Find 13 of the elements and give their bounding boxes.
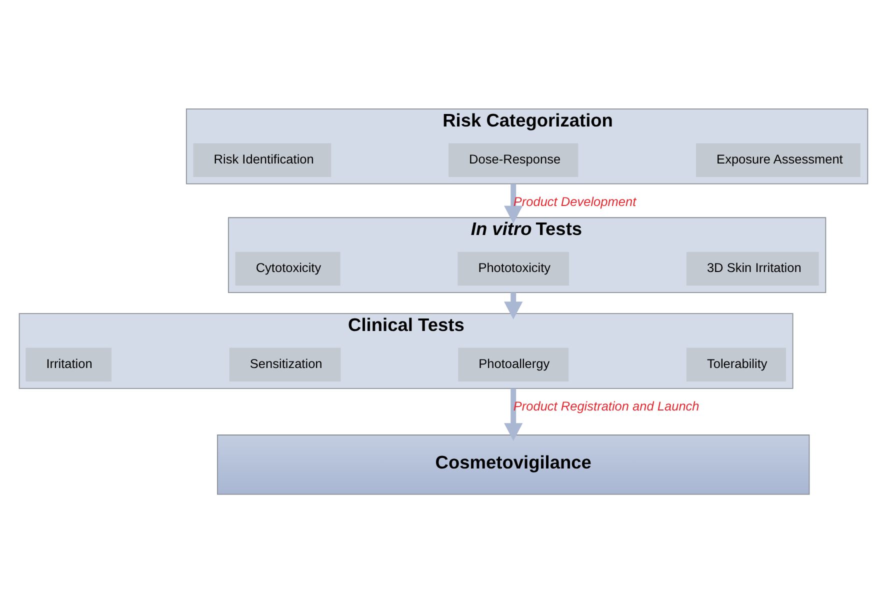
node-box: Dose-Response (448, 143, 578, 177)
node-box: Cosmetovigilance (217, 434, 810, 495)
arrow (504, 184, 523, 224)
node-box: Risk Identification (193, 143, 332, 177)
node-box: Exposure Assessment (696, 143, 860, 177)
arrow (504, 388, 523, 441)
node-box: Irritation (26, 348, 112, 382)
arrow (504, 292, 523, 320)
edge-label: Product Registration and Launch (513, 398, 700, 414)
node-box: Photoallergy (458, 348, 569, 382)
node-box: Sensitization (229, 348, 341, 382)
node-box: Tolerability (686, 348, 786, 382)
edge-label: Product Development (513, 194, 636, 209)
